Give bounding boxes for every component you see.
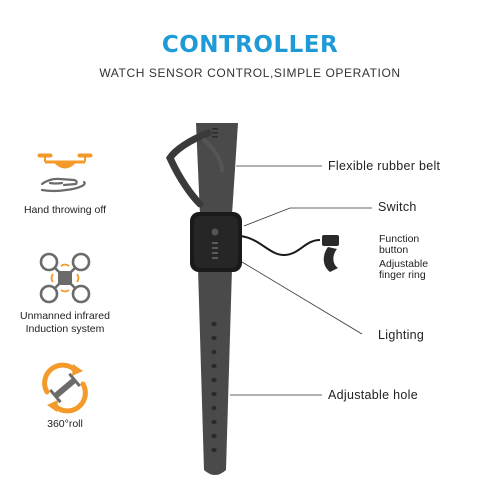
feature-hand-throw: Hand throwing off <box>0 150 130 217</box>
upper-strap <box>196 123 238 215</box>
drone-infrared-icon <box>39 252 91 304</box>
callout-switch: Switch <box>378 200 417 214</box>
roll-360-icon <box>42 362 88 414</box>
adjustable-holes <box>211 321 217 453</box>
lower-strap <box>198 268 232 475</box>
feature-roll-label: 360°roll <box>47 418 83 430</box>
feature-hand-throw-label: Hand throwing off <box>23 204 107 216</box>
lighting-leds <box>212 242 218 259</box>
finger-ring <box>323 247 338 272</box>
finger-ring-cable <box>239 235 321 257</box>
page-title: CONTROLLER <box>161 32 339 58</box>
function-button[interactable] <box>322 235 339 246</box>
feature-infrared: Unmanned infrared Induction system <box>0 250 130 336</box>
function-dot <box>211 228 219 236</box>
callout-function-button: Function button <box>379 233 420 256</box>
rubber-belt-loop <box>166 129 212 208</box>
callout-finger-ring: Adjustable finger ring <box>379 258 429 281</box>
feature-infrared-label: Unmanned infrared Induction system <box>20 310 110 335</box>
callout-adjustable-hole: Adjustable hole <box>328 388 418 402</box>
callout-flexible-belt: Flexible rubber belt <box>328 159 441 173</box>
callout-lighting: Lighting <box>378 328 425 342</box>
page-subtitle: WATCH SENSOR CONTROL,SIMPLE OPERATION <box>99 66 401 80</box>
drone-hand-throw-icon <box>37 153 93 193</box>
feature-roll: 360°roll <box>0 362 130 431</box>
lighting-leader-line <box>241 261 363 335</box>
switch-leader-line <box>243 207 372 227</box>
